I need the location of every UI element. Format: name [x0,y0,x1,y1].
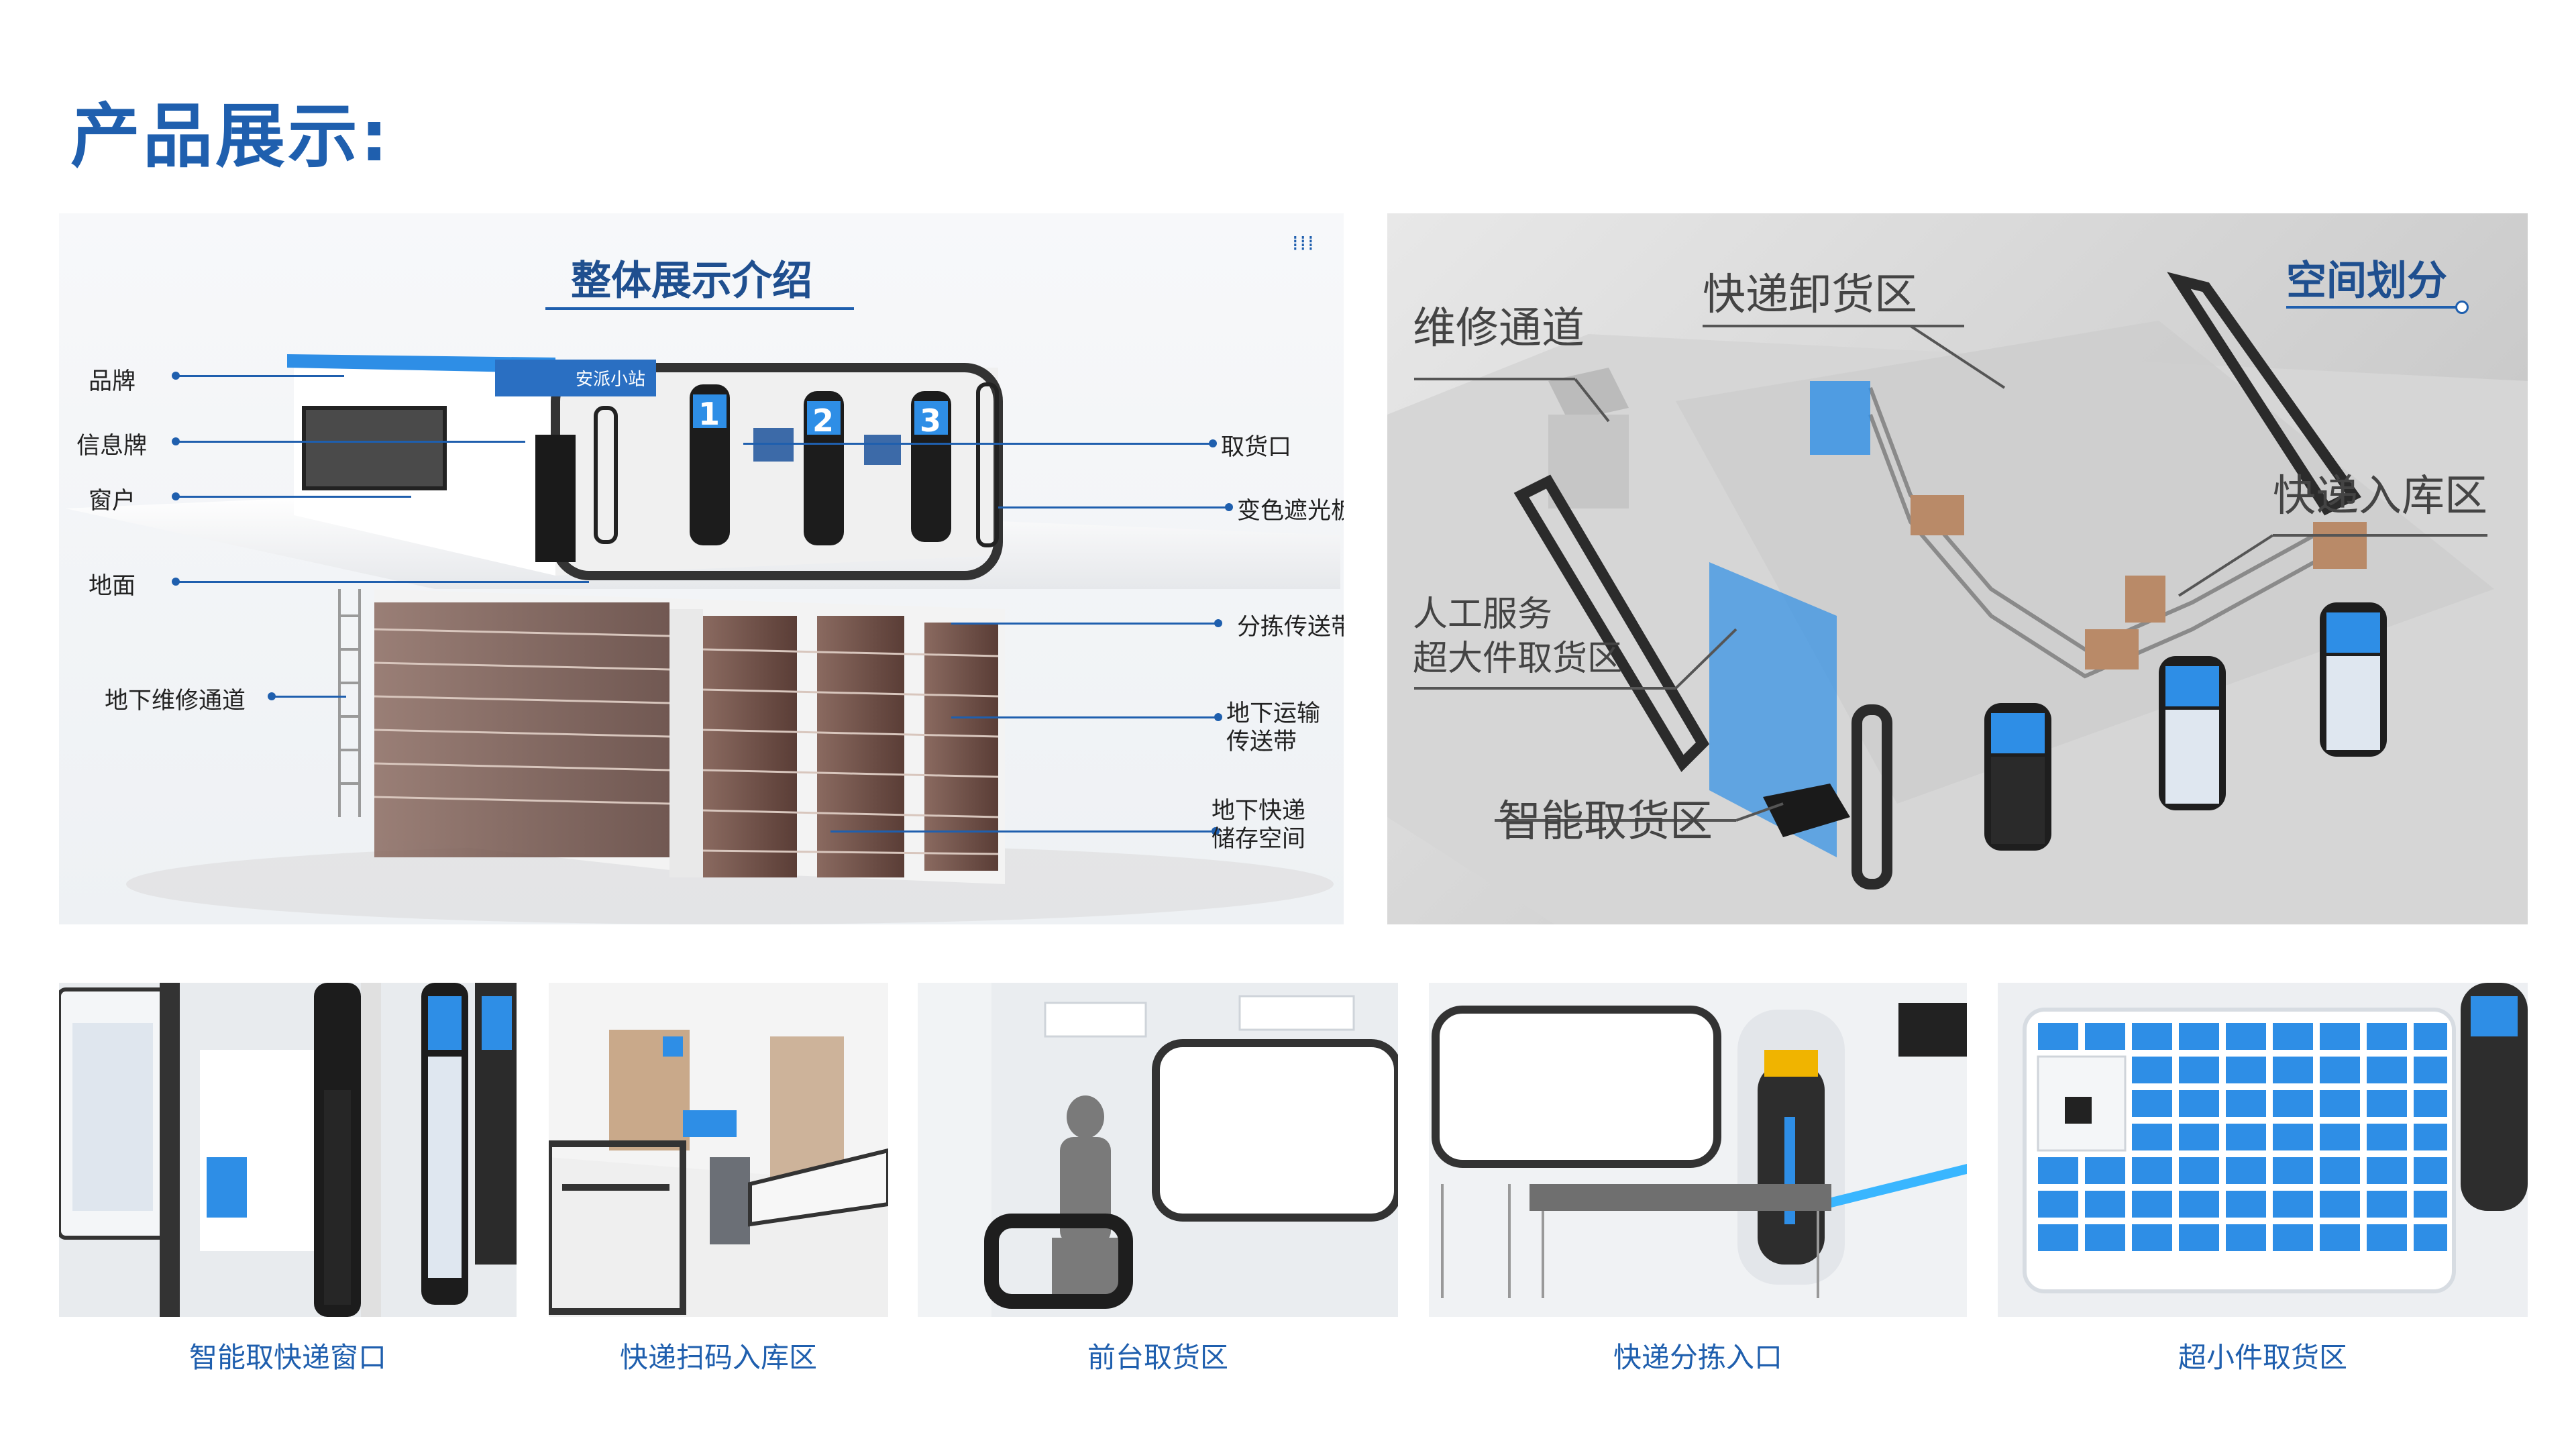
leader-dot [1209,439,1217,447]
label-shade-panel: 变色遮光板 [1237,498,1344,525]
label-sorting-belt: 分拣传送带 [1237,614,1344,641]
leader-dot [172,492,180,500]
overview-title: 整体展示介绍 [571,258,812,305]
grid-icon[interactable]: ⁞⁞⁞ [1292,232,1316,256]
leader-dot [268,692,276,700]
pickup-windows [1984,602,2387,851]
leader-dot [1212,827,1220,835]
zone-manual-service: 人工服务 超大件取货区 [1413,594,1623,679]
space-title: 空间划分 [2286,258,2447,305]
label-storage-space: 地下快递 储存空间 [1212,798,1306,853]
label-ground: 地面 [89,573,136,600]
leader-storage [830,830,1216,833]
label-pickup-port: 取货口 [1221,434,1292,461]
leader-ground [176,581,589,583]
leader-dot [1225,503,1233,511]
leader-dot [172,372,180,380]
space-panel: 空间划分 维修通道 快递卸货区 快递入库区 人工服务 超大件取货区 智能取货区 [1387,213,2528,924]
gallery-caption-3: 前台取货区 [1087,1341,1228,1374]
zone-smart-pickup: 智能取货区 [1498,797,1713,847]
gallery-image-3[interactable] [918,983,1398,1317]
leader-sorting-belt [951,623,1218,625]
gallery-caption-5: 超小件取货区 [2178,1341,2347,1374]
brand-sign: 安派小站 [576,370,645,390]
window-number-2: 2 [812,402,834,439]
gallery-image-4[interactable] [1429,983,1967,1317]
space-title-underline [2286,306,2457,309]
gallery-image-2[interactable] [549,983,888,1317]
building-illustration: 安派小站 1 2 3 [66,354,1340,924]
leader-info-sign [176,441,525,443]
page-title: 产品展示: [70,95,391,177]
ladder [338,589,361,817]
label-window: 窗户 [89,488,136,515]
zone-unloading: 快递卸货区 [1703,270,1917,320]
leader-pickup [743,443,1213,445]
gallery-image-1[interactable] [59,983,517,1317]
space-illustration [1387,272,2528,924]
zone-inbound: 快递入库区 [2273,472,2487,521]
leader-maintenance-channel [272,696,346,698]
leader-brand [176,375,344,377]
underground-shelves [374,602,999,877]
gallery-image-5[interactable] [1998,983,2528,1317]
leader-dot [172,437,180,445]
gallery-caption-1: 智能取快递窗口 [189,1341,386,1374]
gallery-caption-2: 快递扫码入库区 [619,1341,817,1374]
leader-transport-belt [951,716,1218,718]
leader-shade [998,506,1230,508]
label-info-sign: 信息牌 [76,433,148,460]
building: 安派小站 1 2 3 [287,354,1003,580]
label-brand: 品牌 [89,368,136,395]
leader-dot [172,578,180,586]
window-number-1: 1 [698,396,720,432]
leader-dot [1214,619,1222,627]
overview-panel: 安派小站 1 2 3 整体展示介绍 ⁞⁞⁞ 品牌 信息牌 窗户 地面 地下维修通 [59,213,1344,924]
label-transport-belt: 地下运输 传送带 [1226,700,1321,755]
gallery-caption-4: 快递分拣入口 [1613,1341,1782,1374]
label-maintenance-channel: 地下维修通道 [105,688,246,714]
overview-title-underline [545,307,854,310]
leader-dot [1214,713,1222,721]
zone-maintenance: 维修通道 [1413,304,1585,354]
underline-end-dot [2455,301,2469,314]
leader-window [176,496,411,498]
window-number-3: 3 [920,402,941,439]
